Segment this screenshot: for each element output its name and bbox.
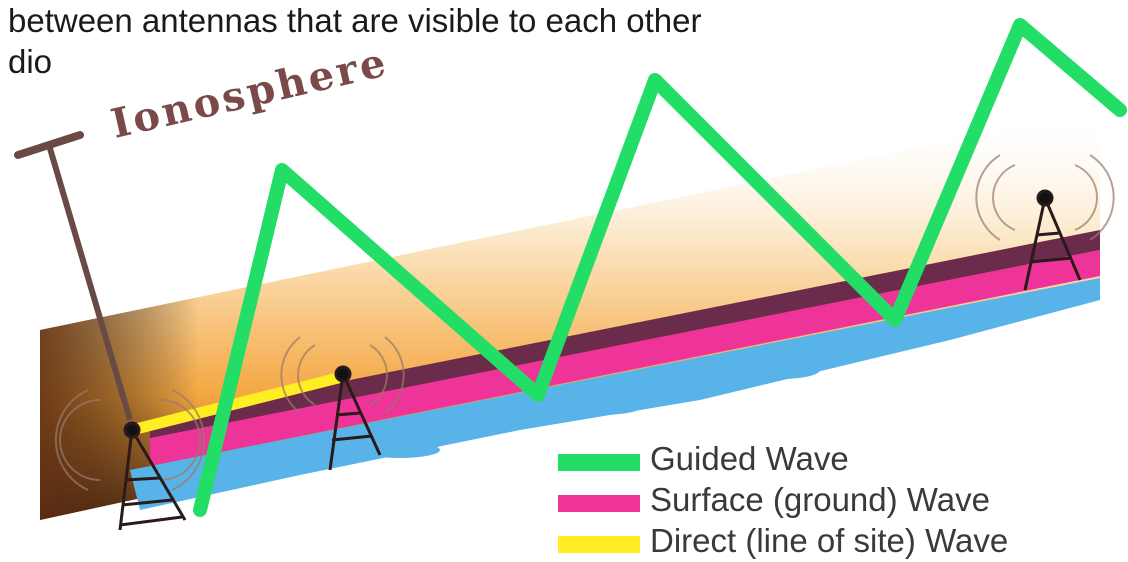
ionosphere-label: Ionosphere: [107, 38, 393, 147]
caption-line-2: dio: [8, 43, 53, 80]
antenna-tower-left: [118, 421, 187, 531]
caption-line-1: between antennas that are visible to eac…: [8, 2, 702, 39]
legend-label-surface-wave: Surface (ground) Wave: [650, 481, 990, 518]
direct-wave-swatch-icon: [558, 536, 640, 553]
surface-wave-swatch-icon: [558, 495, 640, 512]
radiation-rings: [54, 154, 1115, 491]
legend-label-guided-wave: Guided Wave: [650, 440, 849, 477]
antenna-tower-right: [1023, 189, 1082, 291]
direct-wave-line: [130, 371, 344, 436]
antenna-tower-middle: [328, 365, 382, 471]
guided-wave-line: [193, 18, 1127, 517]
mast-antenna: [14, 131, 133, 421]
guided-wave-swatch-icon: [558, 454, 640, 471]
legend-label-direct-wave: Direct (line of site) Wave: [650, 522, 1009, 559]
